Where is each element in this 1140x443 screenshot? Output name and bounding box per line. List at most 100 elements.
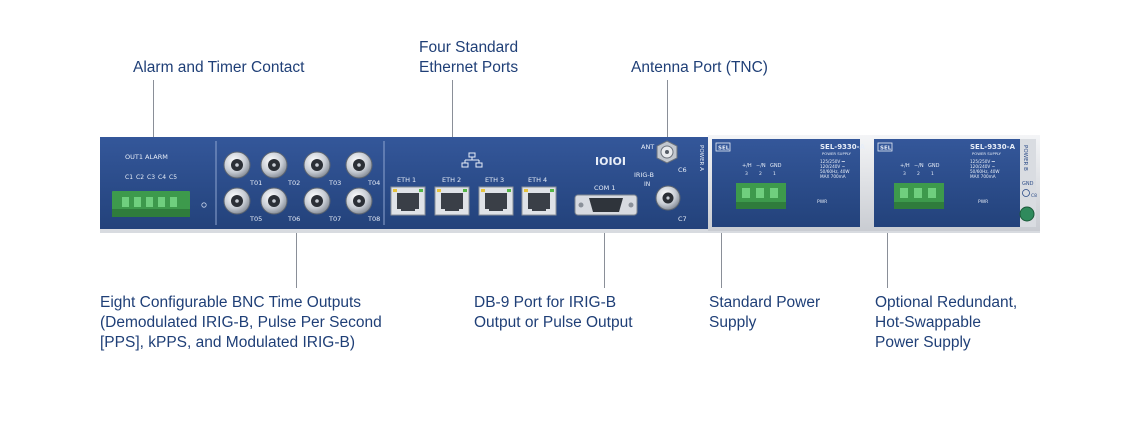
- callout-db9-line2: Output or Pulse Output: [474, 314, 633, 331]
- callout-db9: DB-9 Port for IRIG-B Output or Pulse Out…: [474, 293, 633, 333]
- bnc-connectors[interactable]: [223, 151, 373, 215]
- leader-antenna: [667, 80, 668, 160]
- ps-b-terminal-block[interactable]: [894, 183, 944, 209]
- indicator-hole: [201, 202, 207, 208]
- alarm-terminal-block[interactable]: [112, 191, 190, 217]
- ps-b-pin: GND: [928, 163, 940, 169]
- callout-std-power-line2: Supply: [709, 314, 757, 331]
- bnc-label: T01: [249, 179, 262, 187]
- bnc-label: T05: [249, 215, 262, 223]
- ps-a-spec: MAX 700mA: [820, 174, 846, 179]
- ps-a-model: SEL-9330-A: [820, 143, 866, 151]
- ps-a-pin-num: 3: [745, 171, 748, 177]
- c6-label: C6: [678, 166, 687, 174]
- leader-db9: [604, 205, 605, 288]
- callout-std-power-line1: Standard Power: [709, 294, 821, 311]
- callout-alarm-contact: Alarm and Timer Contact: [133, 59, 305, 76]
- callout-standard-power: Standard Power Supply: [709, 293, 820, 333]
- alarm-header: OUT1 ALARM: [125, 153, 168, 161]
- ps-b-pin-num: 2: [917, 171, 920, 177]
- network-icon: [461, 152, 483, 168]
- callout-bnc-line2: (Demodulated IRIG-B, Pulse Per Second: [100, 314, 382, 331]
- ps-a-pin-num: 2: [759, 171, 762, 177]
- callout-ethernet-line1: Four Standard: [419, 39, 519, 56]
- com-label: COM 1: [594, 184, 615, 192]
- ps-a-brand: SEL: [718, 146, 730, 152]
- ps-b-spec: 125/250V ⎓: [970, 159, 996, 164]
- contact-label: C2: [136, 174, 144, 181]
- irig-label: IRIG-B: [634, 171, 654, 179]
- leader-std-power: [721, 210, 722, 288]
- callout-red-power-line3: Power Supply: [875, 334, 971, 351]
- contact-label: C3: [147, 174, 155, 181]
- sel-logo: [715, 142, 731, 152]
- bnc-label: T04: [367, 179, 380, 187]
- ant-label: ANT: [641, 143, 654, 151]
- eth-label: ETH 3: [485, 176, 504, 184]
- callout-red-power-line2: Hot-Swappable: [875, 314, 981, 331]
- sel-logo: [877, 142, 893, 152]
- bnc-labels: T01 T02 T03 T04 T05 T06 T07 T08: [249, 179, 380, 223]
- ps-b-spec: MAX 700mA: [970, 174, 996, 179]
- power-a-label: POWER A: [698, 145, 704, 171]
- contact-label: C5: [169, 174, 177, 181]
- db9-serial-port[interactable]: [574, 194, 638, 216]
- device-rear-panel: OUT1 ALARM C1 C2 C3 C4 C5 T01 T02 T03 T0…: [100, 135, 1040, 233]
- eth-label: ETH 4: [528, 176, 547, 184]
- bnc-label: T07: [328, 215, 341, 223]
- chassis-bottom-edge: [100, 227, 1040, 233]
- ps-a-pwr-label: PWR: [817, 199, 827, 205]
- contact-label: C1: [125, 174, 133, 181]
- contact-labels: C1 C2 C3 C4 C5: [125, 174, 177, 181]
- ps-a-sub: POWER SUPPLY: [822, 151, 852, 156]
- callout-bnc-line1: Eight Configurable BNC Time Outputs: [100, 294, 362, 311]
- bnc-label: T08: [367, 215, 380, 223]
- ps-a-pin: GND: [770, 163, 782, 169]
- callout-bnc-outputs: Eight Configurable BNC Time Outputs (Dem…: [100, 293, 382, 353]
- leader-red-power: [887, 210, 888, 288]
- irig-in-label: IN: [644, 181, 650, 188]
- ps-b-pin-num: 1: [931, 171, 934, 177]
- ground-stud[interactable]: [1019, 206, 1035, 222]
- leader-alarm: [153, 80, 154, 168]
- eth-label: ETH 1: [397, 176, 416, 184]
- ps-a-pin-num: 1: [773, 171, 776, 177]
- callout-bnc-line3: [PPS], kPPS, and Modulated IRIG-B): [100, 334, 356, 351]
- callout-db9-line1: DB-9 Port for IRIG-B: [474, 294, 617, 311]
- ps-a-spec: 125/250V ⎓: [820, 159, 846, 164]
- ps-b-pin: +/H: [900, 163, 910, 169]
- antenna-port-tnc[interactable]: [656, 140, 678, 164]
- ps-b-spec: 120/240V ~: [970, 164, 996, 169]
- ps-b-spec: 50/60Hz, 40W: [970, 169, 1000, 174]
- callout-redundant-power: Optional Redundant, Hot-Swappable Power …: [875, 293, 1017, 353]
- power-b-label: POWER B: [1022, 145, 1028, 171]
- ps-a-terminal-block[interactable]: [736, 183, 786, 209]
- c8-label: C8: [1031, 193, 1037, 199]
- callout-ethernet-line2: Ethernet Ports: [419, 59, 519, 76]
- callout-antenna: Antenna Port (TNC): [631, 59, 768, 76]
- eth-label: ETH 2: [442, 176, 461, 184]
- ps-b-sub: POWER SUPPLY: [972, 151, 1002, 156]
- ps-b-model: SEL-9330-A: [970, 143, 1016, 151]
- ps-a-pin: +/H: [742, 163, 752, 169]
- ps-a-spec: 50/60Hz, 40W: [820, 169, 850, 174]
- ethernet-labels: ETH 1 ETH 2 ETH 3 ETH 4: [397, 176, 547, 184]
- chassis-right-edge: [1020, 139, 1036, 227]
- ground-icon: [1022, 189, 1030, 197]
- ps-b-pin-num: 3: [903, 171, 906, 177]
- ps-b-pwr-label: PWR: [978, 199, 988, 205]
- bnc-label: T03: [328, 179, 341, 187]
- bnc-label: T06: [287, 215, 300, 223]
- irig-b-input-bnc[interactable]: [655, 185, 681, 211]
- callout-red-power-line1: Optional Redundant,: [875, 294, 1018, 311]
- serial-icon: IOIOI: [595, 155, 626, 168]
- ethernet-ports[interactable]: [390, 186, 557, 216]
- leader-bnc: [296, 200, 297, 288]
- c7-label: C7: [678, 215, 687, 223]
- ps-a-spec: 120/240V ~: [820, 164, 846, 169]
- ps-a-pin: −/N: [756, 163, 766, 169]
- bnc-label: T02: [287, 179, 300, 187]
- gnd-label: GND: [1022, 181, 1034, 187]
- callout-ethernet: Four Standard Ethernet Ports: [419, 38, 518, 78]
- contact-label: C4: [158, 174, 166, 181]
